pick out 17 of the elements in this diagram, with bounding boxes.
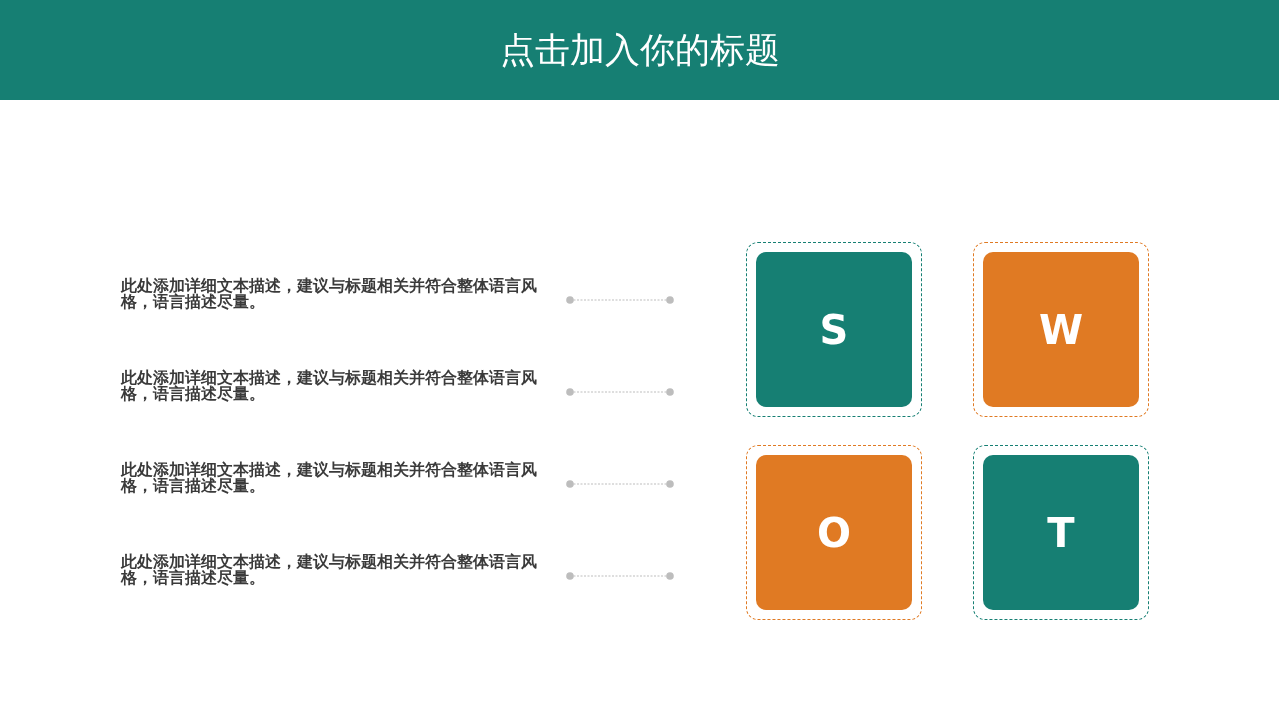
letter-tile xyxy=(983,252,1139,407)
slide-title: 点击加入你的标题 xyxy=(499,30,780,70)
dashed-frame xyxy=(973,242,1149,417)
letter-tile xyxy=(756,455,912,610)
dashed-frame xyxy=(746,242,922,417)
tile-letter: T xyxy=(1047,510,1075,555)
dashed-frame xyxy=(746,445,922,620)
tile-letter: S xyxy=(819,307,849,352)
tile-letter: W xyxy=(1038,307,1084,352)
letter-tile xyxy=(983,455,1139,610)
description-text: 此处添加详细文本描述，建议与标题相关并符合整体语言风格，语言描述尽量。 xyxy=(121,462,538,494)
description-text: 此处添加详细文本描述，建议与标题相关并符合整体语言风格，语言描述尽量。 xyxy=(121,370,538,402)
description-text: 此处添加详细文本描述，建议与标题相关并符合整体语言风格，语言描述尽量。 xyxy=(121,554,538,586)
tile-letter: O xyxy=(817,510,851,555)
dashed-frame xyxy=(973,445,1149,620)
letter-tile xyxy=(756,252,912,407)
description-text: 此处添加详细文本描述，建议与标题相关并符合整体语言风格，语言描述尽量。 xyxy=(121,278,538,310)
